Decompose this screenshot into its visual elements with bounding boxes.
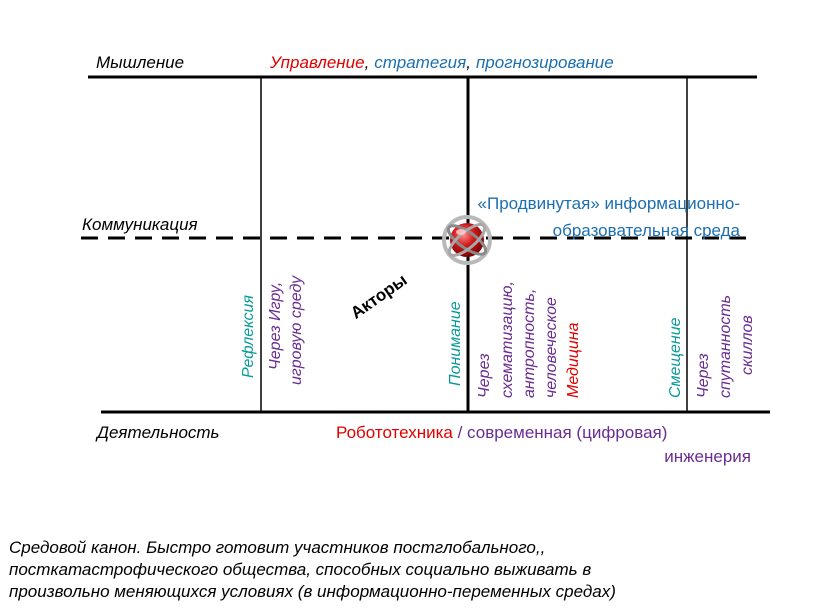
top-sep-2: , xyxy=(466,53,471,72)
caption-line3: произвольно меняющихся условиях (в инфор… xyxy=(9,582,616,601)
caption-line1: Средовой канон. Быстро готовит участнико… xyxy=(9,538,546,557)
robotics-label: Робототехника xyxy=(336,423,453,442)
caption-line2: посткатастрофического общества, способны… xyxy=(9,560,592,579)
environment-label-line2: образовательная среда xyxy=(553,221,741,240)
column-shift-label: Смещение xyxy=(667,317,684,398)
caption: Средовой канон. Быстро готовит участнико… xyxy=(9,537,809,603)
top-heading: Управление,стратегия, прогнозирование xyxy=(269,53,614,72)
level-thinking-label: Мышление xyxy=(96,53,184,72)
understanding-note-line3: антропность, xyxy=(521,289,538,398)
reflexia-note-line1: Через Игру, xyxy=(267,282,284,370)
engineering-label: / современная (цифровая) xyxy=(453,423,668,442)
column-reflexia-label: Рефлексия xyxy=(240,295,257,378)
strategy-label: стратегия xyxy=(374,53,466,72)
bottom-heading-line2: инженерия xyxy=(664,447,751,466)
shift-note-line1: Через xyxy=(695,353,712,398)
understanding-note-line2: схематизацию, xyxy=(499,281,516,398)
actors-label: Акторы xyxy=(347,270,410,322)
column-understanding-label: Понимание xyxy=(447,301,464,386)
forecasting-label: прогнозирование xyxy=(476,53,614,72)
shift-note-line2: спутанность xyxy=(717,295,734,398)
top-sep-1: , xyxy=(365,53,370,72)
red-sphere-emblem-icon xyxy=(442,215,492,265)
level-communication-label: Коммуникация xyxy=(82,215,198,234)
understanding-note-line5: Медицина xyxy=(565,322,582,398)
bottom-heading-line1: Робототехника / современная (цифровая) xyxy=(336,423,667,442)
environment-label-line1: «Продвинутая» информационно- xyxy=(478,194,740,213)
management-label: Управление xyxy=(269,53,365,72)
reflexia-note-line2: игровую среду xyxy=(288,275,305,385)
level-activity-label: Деятельность xyxy=(95,423,220,442)
shift-note-line3: скиллов xyxy=(739,315,756,375)
understanding-note-line4: человеческое xyxy=(543,297,560,398)
understanding-note-line1: Через xyxy=(476,353,493,398)
